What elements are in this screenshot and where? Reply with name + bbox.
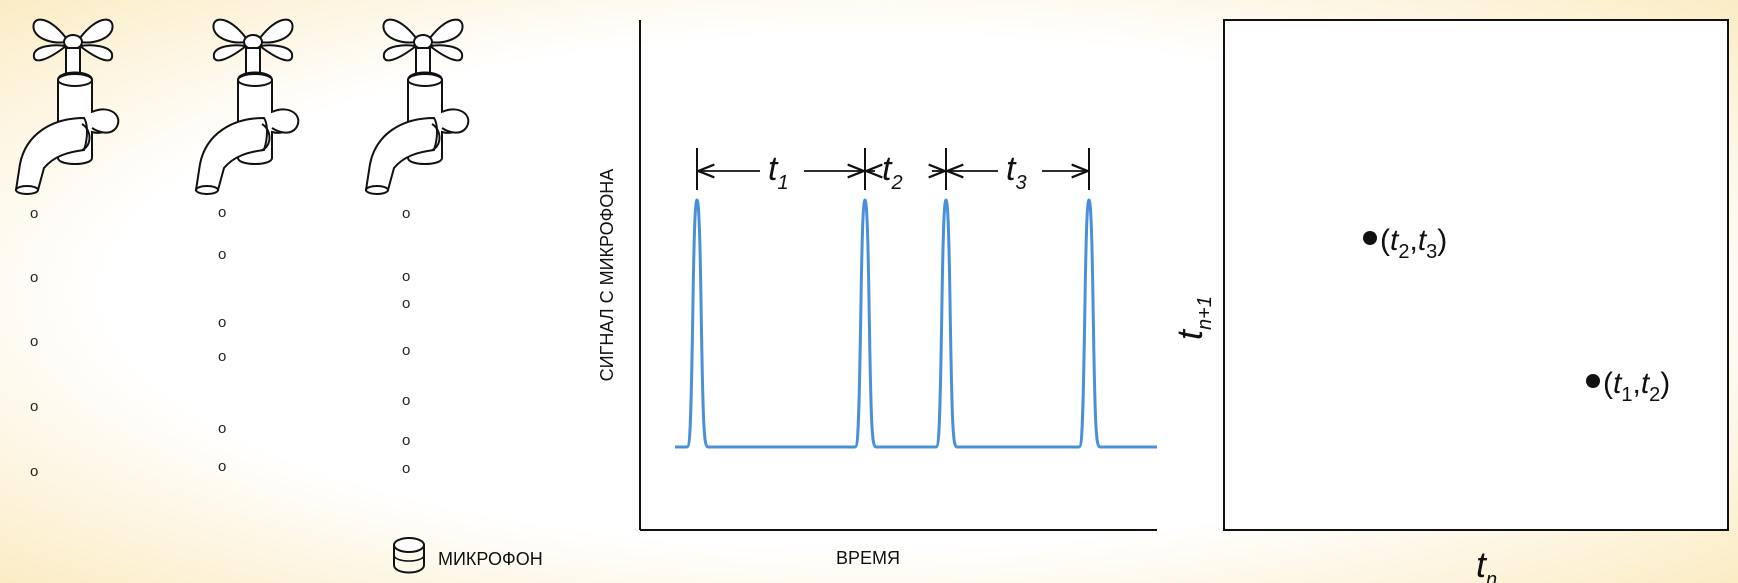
drop: o [30,205,38,222]
drop: o [218,314,226,331]
y-axis-label: СИГНАЛ С МИКРОФОНА [597,169,617,382]
interval-label-t2: t2 [882,150,903,194]
data-point [1586,374,1600,388]
faucet-1 [15,18,120,195]
microphone-icon [393,537,425,574]
drop: o [402,205,410,222]
data-point [1363,231,1377,245]
drop: o [218,246,226,263]
drop: o [402,460,410,477]
drop: o [402,295,410,312]
signal-line [675,198,1157,449]
y-axis-label: tn+1 [1169,296,1216,340]
drop: o [218,348,226,365]
signal-chart: СИГНАЛ С МИКРОФОНА ВРЕМЯ t1 t2 t3 [597,20,1157,568]
plot-frame [1223,19,1729,531]
drop: o [402,432,410,449]
drop: o [218,420,226,437]
drop: o [30,333,38,350]
interval-label-t3: t3 [1006,150,1027,194]
faucet-3 [365,18,470,195]
faucet-2 [195,18,300,195]
drop: o [402,392,410,409]
x-axis-label: tn [1476,544,1497,583]
drop: o [218,458,226,475]
drop: o [30,463,38,480]
drop: o [218,204,226,221]
return-map: tn+1 tn (t2,t3) (t1,t2) [1169,19,1729,583]
microphone-label: МИКРОФОН [438,549,543,569]
drop: o [30,269,38,286]
drop: o [402,342,410,359]
x-axis-label: ВРЕМЯ [836,548,900,568]
point-label: (t2,t3) [1380,224,1447,263]
drop: o [402,268,410,285]
interval-label-t1: t1 [768,150,789,194]
point-label: (t1,t2) [1603,367,1670,406]
drop: o [30,398,38,415]
